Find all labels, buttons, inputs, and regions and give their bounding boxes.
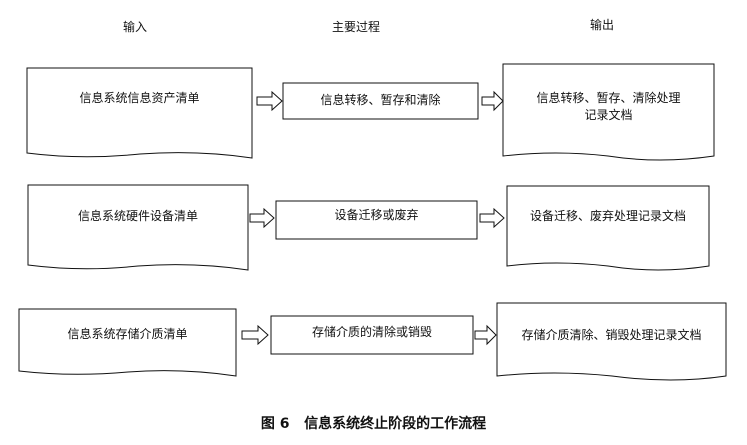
document-input-1 [26, 67, 253, 159]
output-label-2: 设备迁移、废弃处理记录文档 [529, 209, 686, 223]
document-input-2 [27, 184, 249, 271]
process-label-2: 设备迁移或废弃 [334, 208, 419, 222]
arrow-1b [481, 90, 504, 112]
figure-number: 图 6 [260, 416, 290, 432]
process-box-2 [275, 200, 478, 240]
input-label-2: 信息系统硬件设备清单 [77, 209, 198, 223]
input-label-1: 信息系统信息资产清单 [79, 91, 200, 105]
header-output: 输出 [590, 18, 615, 32]
arrow-2b [479, 207, 505, 229]
header-input: 输入 [123, 20, 148, 34]
figure-caption: 图 6 信息系统终止阶段的工作流程 [0, 413, 747, 433]
arrow-3a [241, 324, 269, 346]
process-label-3: 存储介质的清除或销毁 [311, 325, 432, 339]
output-label-1: 信息转移、暂存、清除处理 记录文档 [503, 90, 714, 124]
document-output-2 [506, 185, 710, 271]
document-input-3 [18, 308, 237, 377]
arrow-3b [474, 324, 497, 346]
figure-title: 信息系统终止阶段的工作流程 [304, 416, 487, 432]
arrow-2a [249, 207, 275, 229]
process-box-3 [270, 315, 474, 355]
document-output-3 [496, 302, 727, 381]
document-output-1 [502, 63, 715, 161]
output-label-1-line2: 记录文档 [584, 108, 633, 122]
output-label-1-line1: 信息转移、暂存、清除处理 [536, 91, 681, 105]
process-label-1: 信息转移、暂存和清除 [320, 93, 441, 107]
header-process: 主要过程 [332, 20, 381, 34]
arrow-1a [256, 90, 283, 112]
input-label-3: 信息系统存储介质清单 [67, 327, 188, 341]
output-label-3: 存储介质清除、销毁处理记录文档 [521, 328, 702, 342]
process-box-1 [282, 82, 479, 120]
